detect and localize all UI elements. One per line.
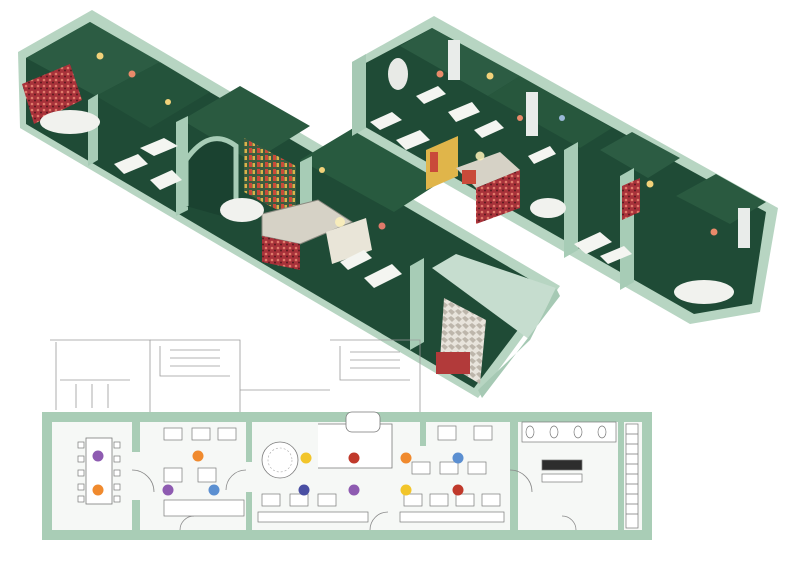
- seat-marker-main-dining: [348, 452, 360, 464]
- seat-marker-private-room: [92, 484, 104, 496]
- plan-doors: [131, 469, 577, 531]
- window: [448, 40, 460, 80]
- bar-island-plan: [345, 411, 381, 433]
- left-axo-partition-4: [410, 258, 424, 350]
- floor-plan: [42, 339, 652, 540]
- left-axo-wall-section-4: [300, 124, 450, 212]
- wall-light: [710, 228, 718, 236]
- table: [150, 170, 182, 190]
- axonometric-view-right: [352, 16, 778, 324]
- seat-markers: [92, 450, 464, 496]
- round-table: [530, 198, 566, 218]
- long-table-oval: [674, 280, 734, 304]
- seat-marker-main-dining: [400, 452, 412, 464]
- bar-counter: [261, 199, 354, 245]
- stair: [625, 423, 639, 529]
- left-axo-end-cap: [432, 254, 556, 340]
- red-pattern-wall: [622, 178, 640, 220]
- wall-light: [319, 167, 325, 173]
- wall-light: [378, 222, 386, 230]
- table: [370, 112, 402, 130]
- table: [364, 264, 402, 288]
- seat-marker-front-dining: [208, 484, 220, 496]
- wall-light: [165, 99, 171, 105]
- pendant-light: [335, 217, 345, 227]
- table: [416, 86, 446, 104]
- table: [140, 138, 178, 156]
- bar-counter-front: [262, 236, 300, 270]
- wall-light: [436, 70, 444, 78]
- seat-marker-main-dining: [348, 484, 360, 496]
- table: [114, 154, 148, 174]
- table: [574, 232, 612, 254]
- round-table: [220, 198, 264, 222]
- kitchen-unit-accent: [430, 152, 438, 172]
- seat-marker-main-dining: [452, 452, 464, 464]
- arched-doorway: [183, 136, 239, 220]
- right-axo-wall-section-3: [600, 132, 680, 178]
- axonometric-view-left: [18, 10, 560, 398]
- reception-desk: [436, 352, 470, 374]
- front-dining-tables: [163, 427, 245, 517]
- seat-marker-private-room: [92, 450, 104, 462]
- left-axo-wall-section-2: [96, 62, 210, 128]
- round-table-inner: [267, 447, 293, 473]
- seat-marker-main-dining: [400, 484, 412, 496]
- seat-marker-main-dining: [300, 452, 312, 464]
- wall-light: [128, 70, 136, 78]
- adjacent-building-outline: [50, 339, 421, 412]
- round-table-plan: [261, 441, 299, 479]
- right-axo-wall-section-2: [488, 76, 612, 148]
- table: [600, 246, 632, 264]
- left-axo-partition-1: [88, 94, 98, 166]
- window: [526, 92, 538, 136]
- kitchen-counter-front: [476, 170, 520, 224]
- right-axo-end-face: [352, 54, 366, 136]
- wall-light: [646, 180, 654, 188]
- table: [528, 146, 556, 164]
- restroom-fixtures: [521, 421, 617, 483]
- seat-marker-front-dining: [192, 450, 204, 462]
- private-dining-chairs: [77, 441, 121, 503]
- kitchen-unit: [426, 136, 458, 190]
- pendant-light: [475, 151, 485, 161]
- seat-marker-front-dining: [162, 484, 174, 496]
- wall-light: [517, 115, 523, 121]
- main-dining-tables: [257, 425, 505, 523]
- table: [474, 120, 504, 138]
- table: [340, 250, 372, 270]
- counter-tile: [462, 170, 476, 184]
- round-mirror: [388, 58, 408, 90]
- left-axo-wall-section-3: [182, 86, 310, 162]
- left-axo-wall-section-1: [26, 22, 160, 96]
- left-axo-end-face: [478, 288, 560, 398]
- display-shelving: [244, 138, 296, 220]
- wall-light: [559, 115, 565, 121]
- table: [448, 102, 480, 122]
- wall-light: [486, 72, 494, 80]
- red-pattern-wall: [22, 64, 82, 124]
- wall-light: [96, 52, 104, 60]
- seat-marker-main-dining: [298, 484, 310, 496]
- right-axo-partition-1: [564, 142, 578, 258]
- right-axo-floor: [360, 28, 766, 314]
- window: [738, 208, 750, 248]
- table: [396, 130, 430, 150]
- long-table-oval: [40, 110, 100, 134]
- seat-marker-main-dining: [452, 484, 464, 496]
